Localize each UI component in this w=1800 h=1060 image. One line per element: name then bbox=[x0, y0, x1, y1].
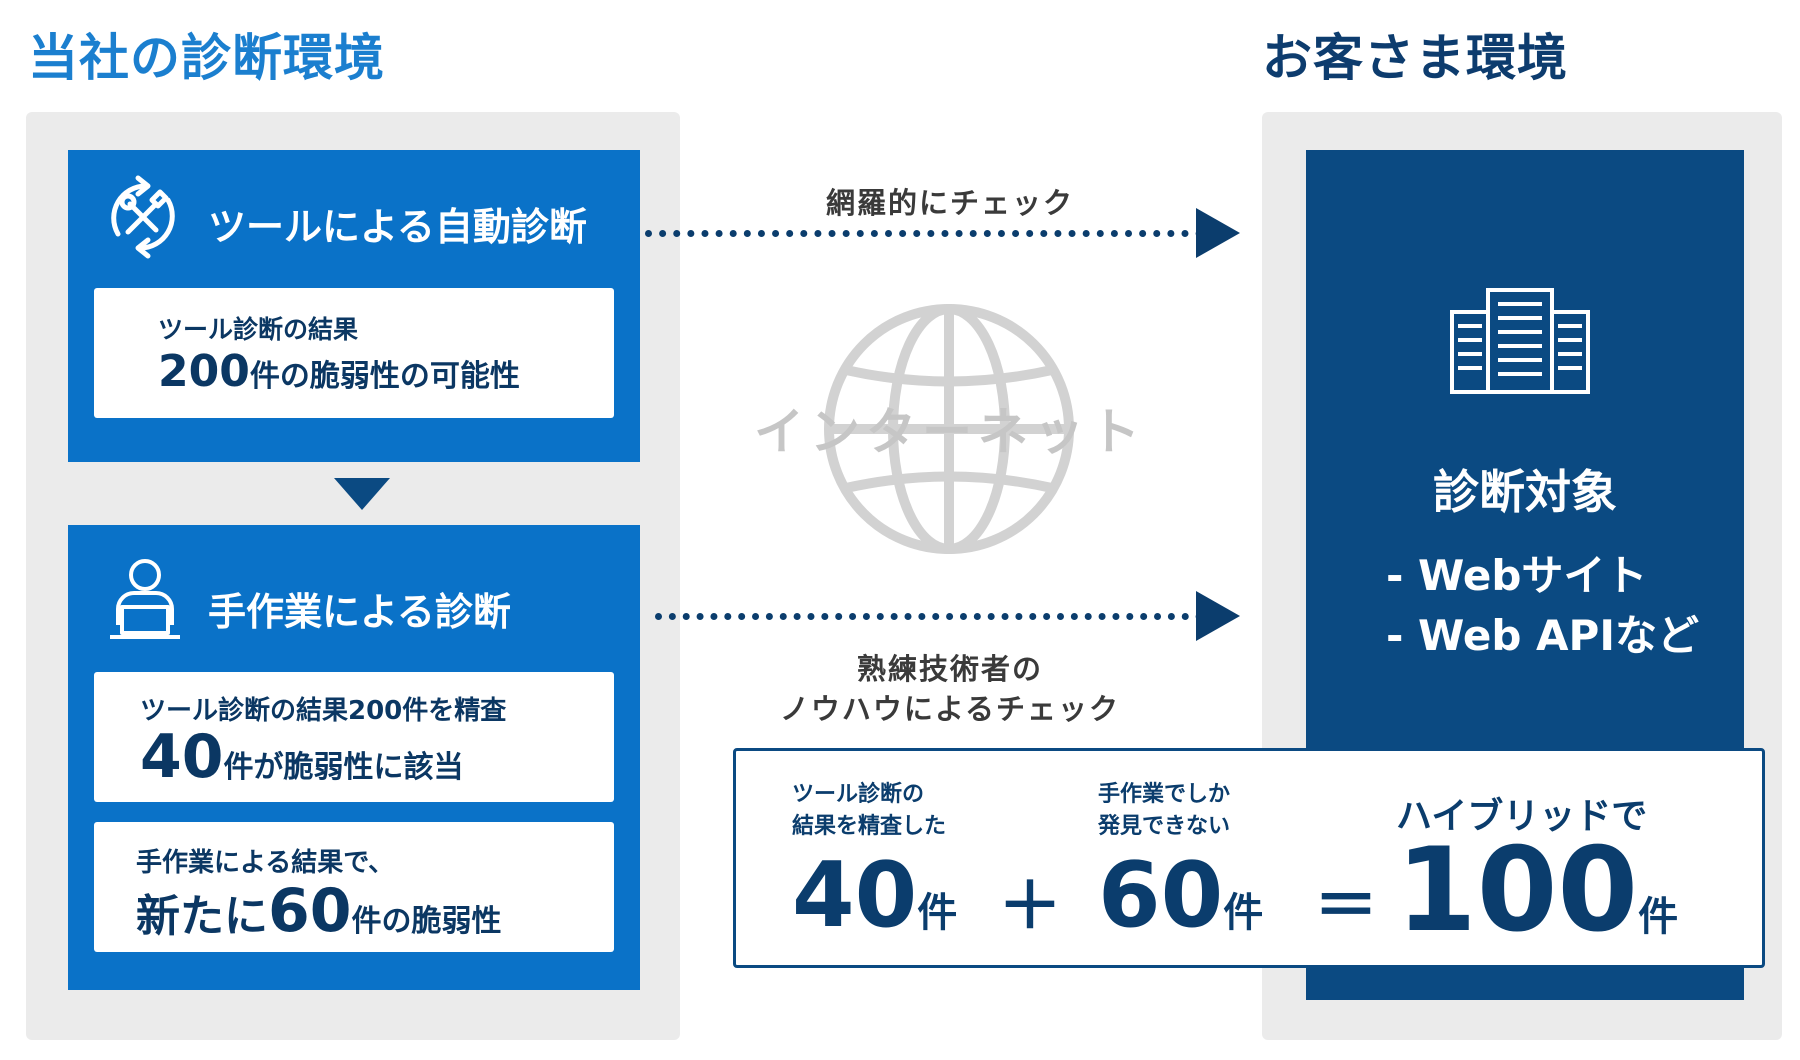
auto-result-rest: 件の脆弱性の可能性 bbox=[249, 359, 520, 394]
auto-result-label: ツール診断の結果 bbox=[158, 315, 359, 344]
server-icon bbox=[1448, 286, 1592, 398]
summary-col3-label: ハイブリッドで bbox=[1396, 796, 1648, 837]
arrow-right-icon bbox=[1196, 591, 1240, 641]
summary-result-box: ツール診断の 結果を精査した 40件 ＋ 手作業でしか 発見できない 60件 ＝… bbox=[733, 748, 1765, 968]
arrow-bottom-label-2: ノウハウによるチェック bbox=[779, 692, 1121, 726]
summary-col1-number: 40 bbox=[792, 843, 918, 948]
summary-col2-number: 60 bbox=[1098, 843, 1224, 948]
summary-col1-unit: 件 bbox=[917, 890, 958, 936]
summary-col2-unit: 件 bbox=[1223, 890, 1264, 936]
summary-col3-unit: 件 bbox=[1638, 894, 1679, 940]
summary-col2-label-1: 手作業でしか bbox=[1098, 782, 1231, 807]
summary-col2-label-2: 発見できない bbox=[1098, 814, 1231, 839]
manual-result1-rest: 件が脆弱性に該当 bbox=[223, 750, 464, 785]
arrow-right-icon bbox=[1196, 208, 1240, 258]
manual-result1-value: 40件が脆弱性に該当 bbox=[140, 722, 464, 792]
customer-environment-title: お客さま環境 bbox=[1262, 29, 1568, 87]
manual-result2-rest: 件の脆弱性 bbox=[351, 904, 502, 939]
summary-col2-value: 60件 bbox=[1098, 843, 1263, 948]
auto-diagnosis-heading: ツールによる自動診断 bbox=[208, 205, 587, 249]
arrow-top-label: 網羅的にチェック bbox=[825, 186, 1074, 220]
summary-plus: ＋ bbox=[998, 870, 1062, 944]
summary-equals: ＝ bbox=[1314, 870, 1378, 944]
auto-diagnosis-box: ツールによる自動診断 ツール診断の結果 200件の脆弱性の可能性 bbox=[68, 150, 640, 462]
tools-cycle-icon bbox=[98, 172, 188, 262]
manual-diagnosis-heading: 手作業による診断 bbox=[208, 590, 511, 634]
manual-result1-label: ツール診断の結果200件を精査 bbox=[140, 696, 507, 726]
person-laptop-icon bbox=[106, 557, 184, 645]
target-item-webapi: - Web APIなど bbox=[1386, 611, 1699, 660]
manual-result2-prefix: 新たに bbox=[136, 891, 268, 942]
manual-result-card-2: 手作業による結果で、 新たに60件の脆弱性 bbox=[94, 822, 614, 952]
summary-col3-number: 100 bbox=[1396, 823, 1639, 958]
arrow-top-line bbox=[645, 230, 1203, 237]
diagnosis-target-title: 診断対象 bbox=[1433, 465, 1617, 519]
auto-result-number: 200 bbox=[158, 346, 250, 397]
arrow-down-icon bbox=[334, 478, 390, 510]
target-item-website: - Webサイト bbox=[1386, 551, 1648, 600]
summary-col1-value: 40件 bbox=[792, 843, 957, 948]
globe-icon bbox=[818, 298, 1080, 560]
internet-label: インターネット bbox=[754, 403, 1146, 461]
manual-result-card-1: ツール診断の結果200件を精査 40件が脆弱性に該当 bbox=[94, 672, 614, 802]
summary-col3-value: 100件 bbox=[1396, 823, 1678, 958]
manual-result2-label: 手作業による結果で、 bbox=[136, 848, 395, 878]
auto-result-card: ツール診断の結果 200件の脆弱性の可能性 bbox=[94, 288, 614, 418]
manual-result1-number: 40 bbox=[140, 722, 224, 792]
arrow-bottom-label-1: 熟練技術者の bbox=[856, 652, 1043, 686]
manual-result2-number: 60 bbox=[268, 876, 352, 946]
manual-result2-value: 新たに60件の脆弱性 bbox=[136, 876, 502, 946]
arrow-bottom-line bbox=[655, 613, 1203, 620]
summary-col1-label-2: 結果を精査した bbox=[792, 814, 947, 839]
summary-col1-label-1: ツール診断の bbox=[792, 782, 925, 807]
our-environment-title: 当社の診断環境 bbox=[28, 29, 385, 87]
manual-diagnosis-box: 手作業による診断 ツール診断の結果200件を精査 40件が脆弱性に該当 手作業に… bbox=[68, 525, 640, 990]
auto-result-value: 200件の脆弱性の可能性 bbox=[158, 346, 520, 397]
